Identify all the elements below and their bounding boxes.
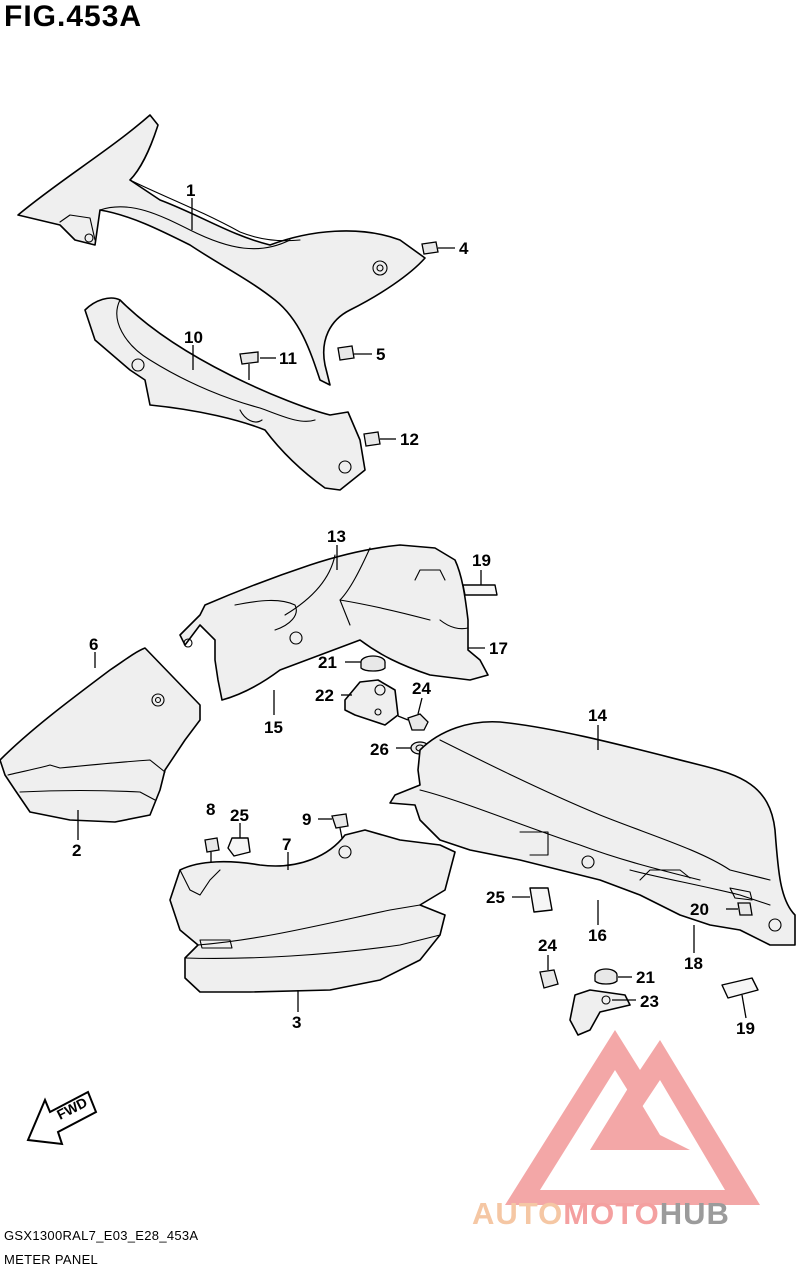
callout-24-upper: 24	[412, 679, 431, 698]
callout-6: 6	[89, 635, 98, 654]
callout-13: 13	[327, 527, 346, 546]
callout-15: 15	[264, 718, 283, 737]
callout-14: 14	[588, 706, 607, 725]
brand-hub: HUB	[659, 1196, 730, 1231]
part-11-screw	[239, 351, 259, 380]
part-19-pad-upper	[462, 584, 498, 596]
part-24-screw-upper	[397, 713, 429, 731]
callout-18: 18	[684, 954, 703, 973]
callout-7: 7	[282, 835, 291, 854]
part-6-2-left-side-cover	[0, 647, 201, 823]
callout-3: 3	[292, 1013, 301, 1032]
part-20-screw	[726, 902, 753, 916]
part-7-3-lower-side-cover	[169, 829, 456, 993]
footer-section-name: METER PANEL	[4, 1252, 99, 1267]
part-10-lower-inner-panel	[84, 297, 366, 491]
callout-11: 11	[279, 349, 297, 368]
part-14-16-18-right-main-panel	[389, 720, 796, 946]
part-21-grommet-lower	[594, 968, 618, 985]
part-21-grommet-upper	[360, 655, 386, 672]
callout-23: 23	[640, 992, 659, 1011]
watermark-logo	[505, 1030, 760, 1205]
callout-21-upper: 21	[318, 653, 337, 672]
callout-9: 9	[302, 810, 311, 829]
callout-24-lower: 24	[538, 936, 557, 955]
figure-title: FIG.453A	[4, 0, 143, 33]
callout-26: 26	[370, 740, 389, 759]
part-24-screw-lower	[539, 969, 559, 989]
part-23-bracket	[569, 989, 631, 1036]
callout-25-upper: 25	[230, 806, 249, 825]
callout-22: 22	[315, 686, 334, 705]
part-1-upper-inner-panel	[17, 114, 426, 386]
part-8-screw	[204, 837, 220, 862]
callout-labels: 1 4 5 10 11 12 13 19 17 21 24 22 15 6 26…	[72, 181, 755, 1038]
part-25-clip-upper	[227, 837, 251, 857]
brand-moto: MOTO	[563, 1196, 660, 1231]
part-25-clip-lower	[529, 887, 553, 913]
part-12-screw	[363, 431, 381, 447]
callout-5: 5	[376, 345, 385, 364]
watermark-brand-text: AUTOMOTOHUB	[472, 1196, 730, 1232]
callout-1: 1	[186, 181, 195, 200]
part-5-screw	[337, 345, 355, 361]
callout-2: 2	[72, 841, 81, 860]
part-9-screw	[331, 813, 349, 839]
leader-lines	[77, 198, 747, 1019]
callout-20: 20	[690, 900, 709, 919]
callout-19-upper: 19	[472, 551, 491, 570]
part-13-15-17-center-assembly	[179, 544, 489, 701]
fwd-arrow: FWD	[26, 1090, 98, 1146]
callout-10: 10	[184, 328, 203, 347]
callout-8: 8	[206, 800, 215, 819]
callout-12: 12	[400, 430, 419, 449]
part-19-pad-lower	[721, 977, 759, 999]
callout-25-lower: 25	[486, 888, 505, 907]
callout-19-lower: 19	[736, 1019, 755, 1038]
footer-model-code: GSX1300RAL7_E03_E28_453A	[4, 1228, 199, 1243]
part-22-bracket	[344, 679, 399, 726]
part-4-screw	[421, 241, 439, 255]
callout-16: 16	[588, 926, 607, 945]
callout-21-lower: 21	[636, 968, 655, 987]
callout-4: 4	[459, 239, 469, 258]
brand-auto: AUTO	[472, 1196, 564, 1231]
callout-17: 17	[489, 639, 508, 658]
